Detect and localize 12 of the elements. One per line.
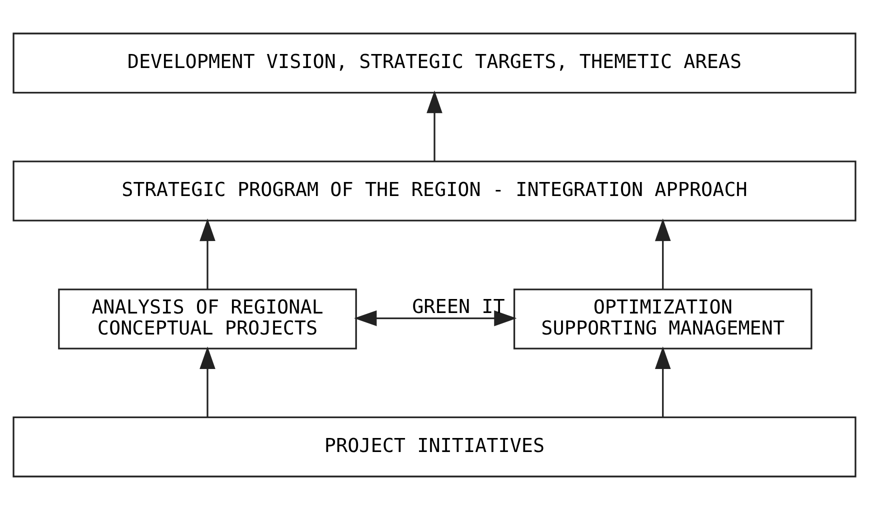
node-box: STRATEGIC PROGRAM OF THE REGION - INTEGRATION APPROACH — [12, 160, 856, 222]
node-box: DEVELOPMENT VISION, STRATEGIC TARGETS, THEMETIC AREAS — [12, 32, 856, 94]
arrow — [354, 310, 517, 326]
arrow — [200, 218, 216, 290]
node-box: PROJECT INITIATIVES — [12, 416, 856, 478]
arrow — [426, 90, 442, 162]
arrow — [200, 346, 216, 418]
arrow — [654, 218, 671, 290]
node-box: OPTIMIZATION SUPPORTING MANAGEMENT — [513, 288, 812, 350]
node-box: ANALYSIS OF REGIONAL CONCEPTUAL PROJECTS — [58, 288, 357, 350]
arrow — [654, 346, 671, 418]
edge-label: GREEN IT — [412, 295, 505, 318]
